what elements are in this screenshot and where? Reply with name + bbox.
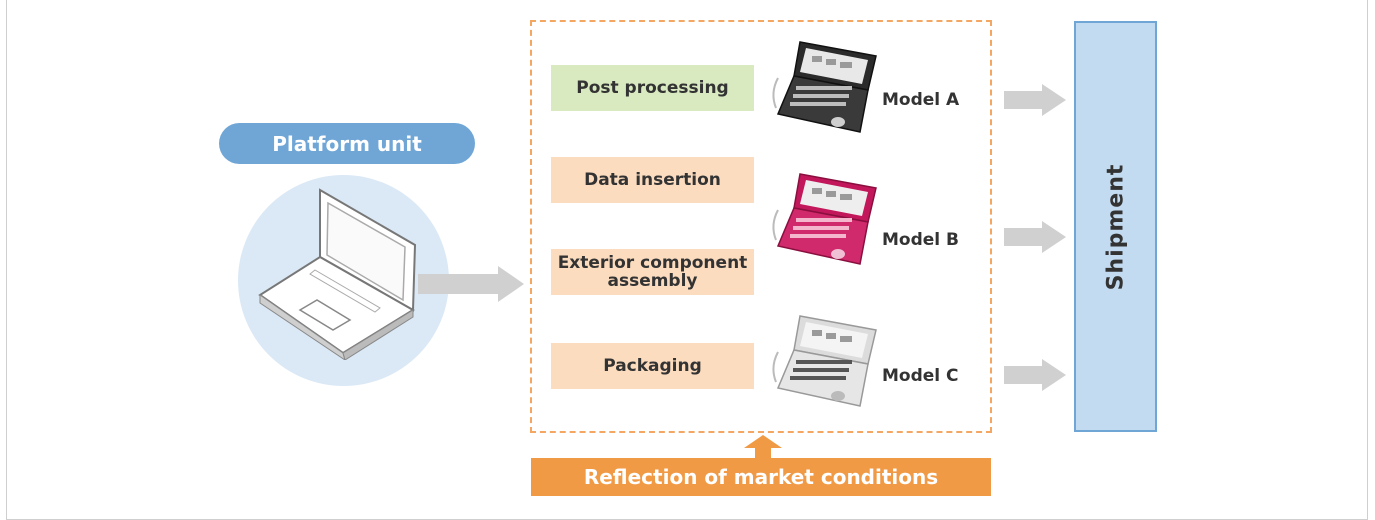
arrow-model-a-to-shipment	[1004, 84, 1066, 116]
step-post-processing: Post processing	[551, 65, 754, 111]
arrow-market-up	[744, 435, 782, 459]
model-a-label: Model A	[882, 90, 960, 110]
model-b-label: Model B	[882, 230, 959, 250]
step-data-insertion: Data insertion	[551, 157, 754, 203]
process-group	[530, 20, 992, 433]
arrow-platform-to-process	[418, 266, 524, 302]
device-model-c-icon	[772, 315, 877, 407]
shipment-label: Shipment	[1103, 163, 1128, 290]
device-model-a-icon	[772, 41, 877, 133]
market-conditions-label: Reflection of market conditions	[531, 458, 991, 496]
device-model-b-icon	[772, 173, 877, 265]
arrow-model-c-to-shipment	[1004, 359, 1066, 391]
laptop-icon	[258, 188, 417, 360]
step-exterior-assembly: Exterior component assembly	[551, 249, 754, 295]
arrow-model-b-to-shipment	[1004, 221, 1066, 253]
step-packaging: Packaging	[551, 343, 754, 389]
shipment-box: Shipment	[1074, 21, 1157, 432]
platform-unit-label: Platform unit	[219, 123, 475, 164]
model-c-label: Model C	[882, 366, 959, 386]
